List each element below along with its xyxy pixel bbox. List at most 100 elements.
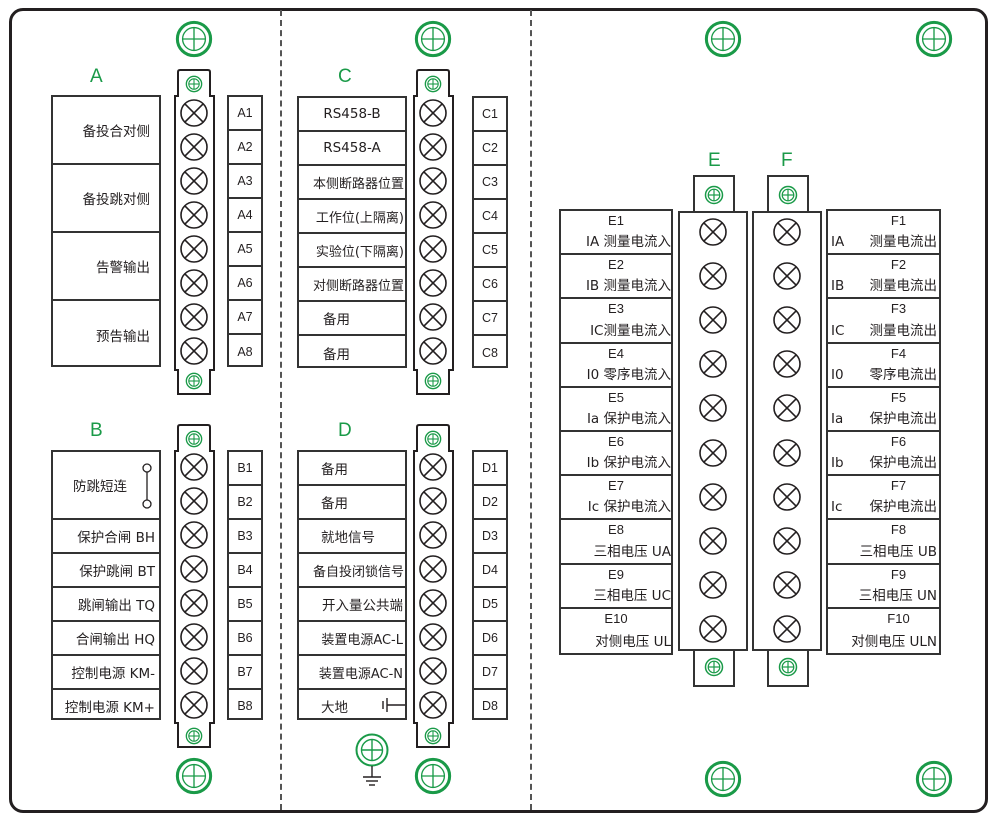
terminal-screw-icon: [772, 482, 802, 512]
terminal-description: 测量电流出: [869, 322, 938, 339]
label-cell: 大地: [299, 690, 405, 722]
terminal-description: 保护电流出: [869, 499, 938, 516]
terminal-screw-icon: [418, 302, 448, 332]
label-cell: 合闸输出 HQ: [53, 622, 159, 656]
terminal-screw-icon: [418, 554, 448, 584]
terminal-screw-icon: [772, 261, 802, 291]
terminal-description: I0 零序电流入: [586, 366, 671, 383]
terminal-number: D5: [474, 588, 506, 622]
terminal-screw-icon: [418, 520, 448, 550]
terminal-number: D2: [474, 486, 506, 520]
block-d-labels: 备用 备用 就地信号 备自投闭锁信号 开入量公共端 装置电源AC-L 装置电源A…: [297, 450, 407, 720]
terminal-screw-icon: [772, 526, 802, 556]
terminal-number: F7: [890, 478, 907, 494]
terminal-number: D3: [474, 520, 506, 554]
terminal-screw-icon: [698, 614, 728, 644]
terminal-screw-icon: [698, 349, 728, 379]
terminal-prefix: Ic: [831, 499, 843, 516]
terminal-screw-icon: [772, 438, 802, 468]
terminal-description: Ib 保护电流入: [586, 455, 671, 472]
terminal-description: IA 测量电流入: [585, 234, 671, 251]
terminal-screw-icon: [418, 622, 448, 652]
terminal-panel: [9, 8, 988, 813]
block-b-labels: 防跳短连 保护合闸 BH 保护跳闸 BT 跳闸输出 TQ 合闸输出 HQ 控制电…: [51, 450, 161, 720]
label-cell: 备投跳对侧: [53, 165, 159, 233]
mounting-screw-icon: [175, 20, 213, 58]
label-cell: RS458-A: [299, 132, 405, 166]
block-b-numbers: B1 B2 B3 B4 B5 B6 B7 B8: [227, 450, 263, 720]
label-text: 控制电源 KM-: [71, 666, 155, 682]
terminal-number: A7: [229, 301, 261, 335]
terminal-description: 测量电流出: [869, 278, 938, 295]
terminal-screw-icon: [179, 554, 209, 584]
terminal-screw-icon: [772, 570, 802, 600]
block-letter-e: E: [708, 150, 721, 171]
label-text: 备投跳对侧: [82, 192, 151, 208]
terminal-number: B8: [237, 699, 253, 713]
earth-icon: [382, 698, 405, 712]
terminal-number: B3: [229, 520, 261, 554]
label-text: 装置电源AC-N: [318, 666, 403, 682]
mounting-screw-icon: [704, 760, 742, 798]
terminal-screw-icon: [418, 656, 448, 686]
label-cell: 控制电源 KM+: [53, 690, 159, 722]
terminal-number: B6: [229, 622, 261, 656]
terminal-number: F2: [890, 257, 907, 273]
terminal-description: 对侧电压 ULN: [851, 633, 937, 650]
terminal-screw-icon: [418, 166, 448, 196]
strip-screw-icon: [704, 657, 724, 677]
block-c-numbers: C1 C2 C3 C4 C5 C6 C7 C8: [472, 96, 508, 368]
section-divider: [530, 10, 532, 810]
terminal-number: F10: [887, 610, 910, 626]
block-letter-c: C: [338, 66, 352, 87]
terminal-number: C5: [474, 234, 506, 268]
terminal-description: 保护电流出: [869, 410, 938, 427]
terminal-number: C6: [474, 268, 506, 302]
terminal-number: E10: [604, 610, 628, 626]
label-text: 备用: [321, 462, 348, 478]
label-text: RS458-B: [323, 106, 381, 122]
label-text: 对侧断路器位置: [312, 278, 404, 294]
terminal-number: B4: [229, 554, 261, 588]
terminal-number: E4: [608, 345, 624, 361]
terminal-number: D8: [482, 699, 498, 713]
terminal-number: B7: [229, 656, 261, 690]
terminal-screw-icon: [698, 526, 728, 556]
terminal-screw-icon: [418, 486, 448, 516]
label-cell: 保护合闸 BH: [53, 520, 159, 554]
terminal-number: A5: [229, 233, 261, 267]
label-cell: 对侧断路器位置: [299, 268, 405, 302]
jumper-icon: [142, 463, 152, 509]
terminal-screw-icon: [698, 570, 728, 600]
terminal-description: Ia 保护电流入: [586, 410, 671, 427]
label-text: 备用: [321, 496, 348, 512]
terminal-number: E9: [608, 566, 624, 582]
block-a-numbers: A1 A2 A3 A4 A5 A6 A7 A8: [227, 95, 263, 367]
terminal-number: F8: [890, 522, 907, 538]
label-cell: 预告输出: [53, 301, 159, 369]
mounting-screw-icon: [915, 20, 953, 58]
terminal-number: F1: [890, 213, 907, 228]
terminal-number: D7: [474, 656, 506, 690]
label-text: 防跳短连: [73, 479, 127, 495]
label-cell: 工作位(上隔离): [299, 200, 405, 234]
label-cell: 装置电源AC-L: [299, 622, 405, 656]
terminal-prefix: IA: [831, 234, 845, 251]
label-cell: 开入量公共端: [299, 588, 405, 622]
block-c-labels: RS458-B RS458-A 本侧断路器位置 工作位(上隔离) 实验位(下隔离…: [297, 96, 407, 368]
terminal-screw-icon: [179, 166, 209, 196]
terminal-screw-icon: [698, 305, 728, 335]
label-text: 本侧断路器位置: [312, 176, 404, 192]
mounting-screw-icon: [704, 20, 742, 58]
label-cell: 本侧断路器位置: [299, 166, 405, 200]
terminal-screw-icon: [179, 588, 209, 618]
